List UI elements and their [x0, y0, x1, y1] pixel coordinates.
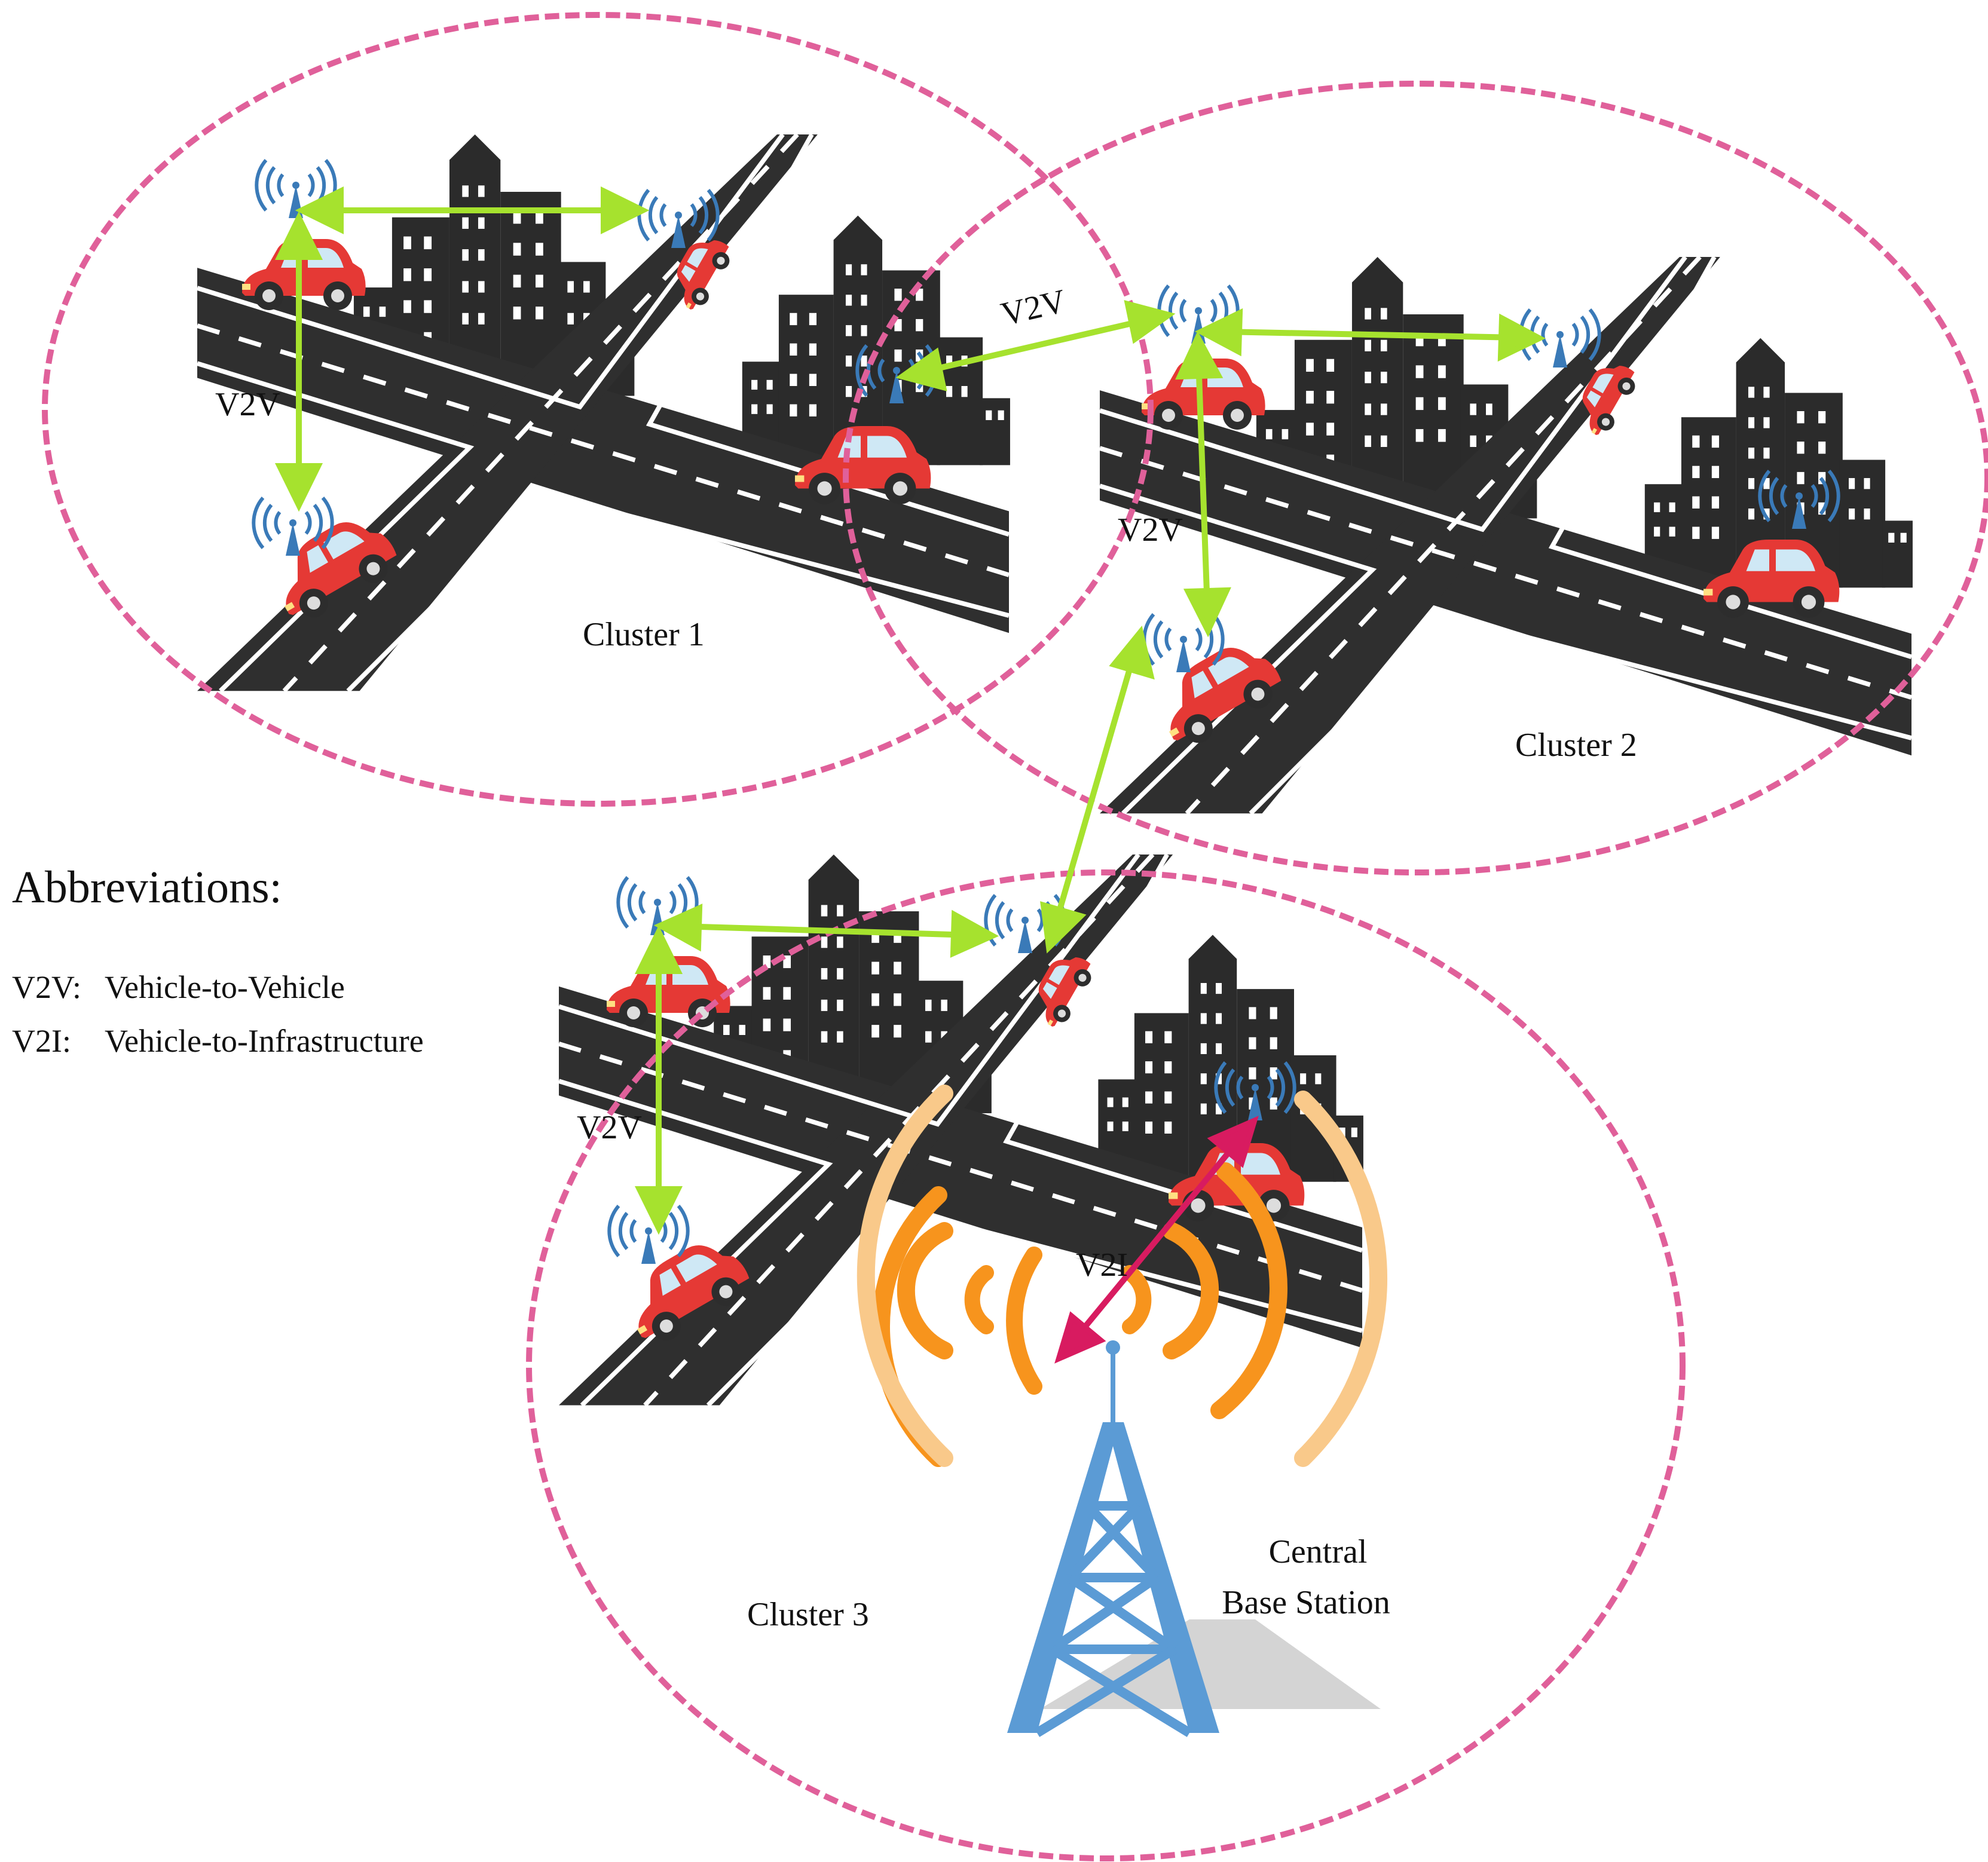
cluster-1-label: Cluster 1 — [583, 616, 705, 653]
link-label-v2v: V2V — [1118, 512, 1183, 549]
cluster-2-boundary — [843, 81, 1988, 875]
abbreviations-legend: Abbreviations: V2V: Vehicle-to-Vehicle V… — [12, 862, 424, 1059]
base-station-label-line1: Central — [1269, 1533, 1368, 1570]
signal-wave-icon — [857, 1085, 1388, 1467]
v2v-link — [1175, 330, 1231, 638]
link-label-v2i: V2I — [1076, 1247, 1128, 1284]
cluster-3-label: Cluster 3 — [747, 1596, 869, 1633]
base-station-label-line2: Base Station — [1222, 1584, 1390, 1621]
tower-icon — [1007, 1340, 1381, 1737]
v2v-link — [895, 300, 1176, 391]
cluster-3-boundary — [526, 869, 1686, 1861]
abbreviation-term: V2V: — [12, 969, 81, 1005]
cluster-1-boundary — [42, 12, 1154, 807]
v2i-link — [1054, 1116, 1259, 1364]
v2v-link — [1194, 308, 1546, 362]
v2v-link — [1040, 625, 1155, 954]
link-label-v2v: V2V — [215, 386, 280, 423]
link-label-v2v: V2V — [577, 1109, 642, 1146]
abbreviation-meaning: Vehicle-to-Infrastructure — [105, 1023, 424, 1059]
v2v-link — [274, 211, 323, 512]
v2v-link — [295, 186, 650, 235]
cluster-2-label: Cluster 2 — [1515, 727, 1637, 764]
v2v-link — [634, 925, 683, 1235]
abbreviations-title: Abbreviations: — [12, 862, 282, 912]
v2v-link — [653, 904, 999, 958]
abbreviation-term: V2I: — [12, 1023, 71, 1059]
abbreviation-meaning: Vehicle-to-Vehicle — [105, 969, 345, 1005]
